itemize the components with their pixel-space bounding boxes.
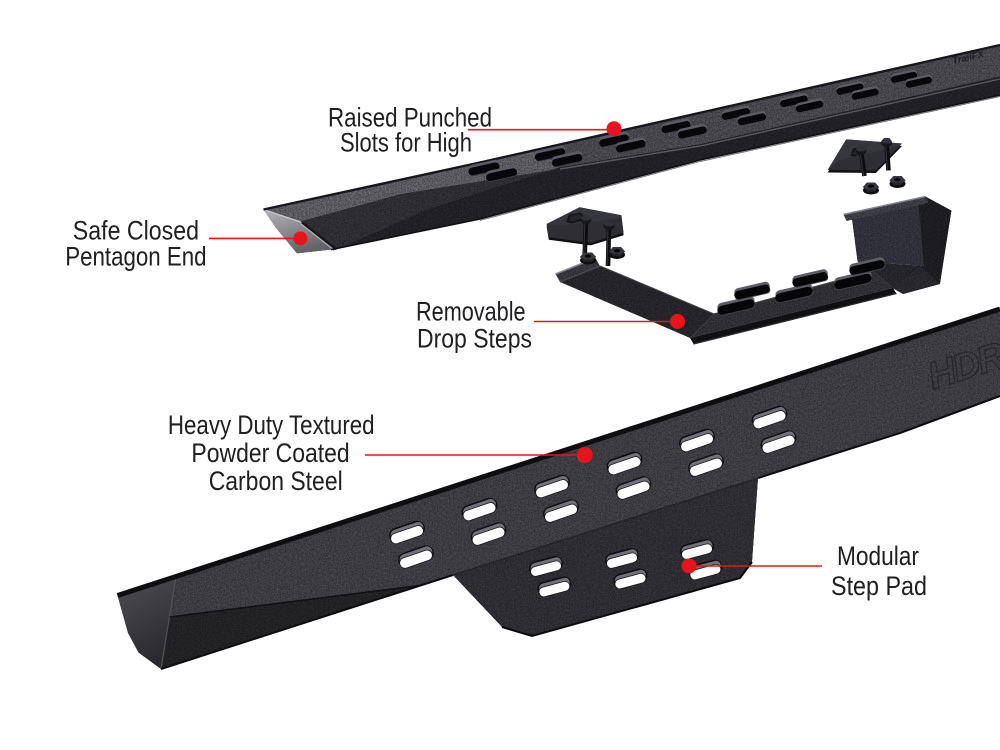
svg-text:Raised Punched: Raised Punched — [328, 102, 492, 132]
svg-text:Drop Steps: Drop Steps — [417, 323, 532, 353]
svg-text:Safe Closed: Safe Closed — [73, 215, 199, 245]
svg-text:Modular: Modular — [837, 541, 919, 571]
svg-text:Pentagon End: Pentagon End — [65, 242, 206, 272]
svg-text:Step Pad: Step Pad — [831, 571, 927, 601]
svg-text:Removable: Removable — [416, 297, 526, 327]
svg-text:Slots for High: Slots for High — [340, 127, 472, 157]
svg-text:Carbon Steel: Carbon Steel — [209, 466, 343, 496]
svg-text:Powder Coated: Powder Coated — [191, 438, 349, 468]
svg-text:Heavy Duty Textured: Heavy Duty Textured — [168, 410, 375, 440]
